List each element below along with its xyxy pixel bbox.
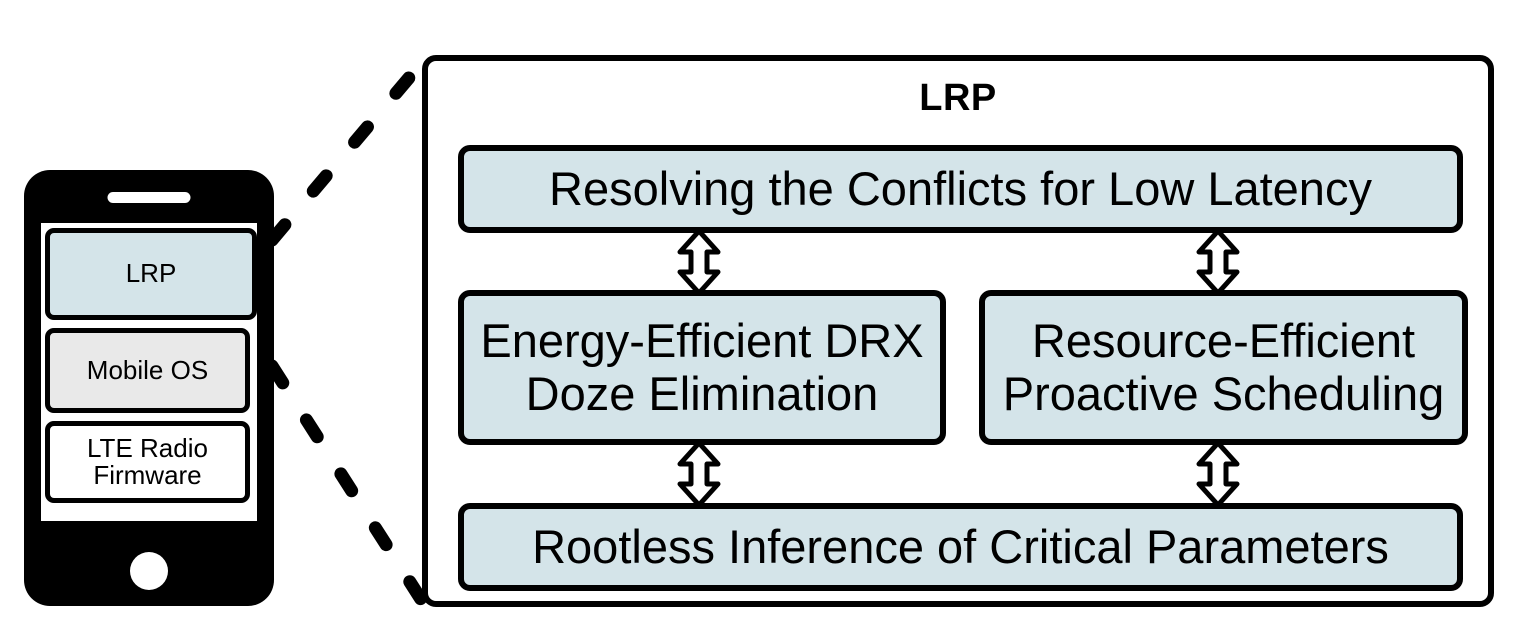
node-energy-efficient-drx[interactable]: Energy-Efficient DRX Doze Elimination (458, 290, 946, 445)
phone-speaker-icon (107, 192, 191, 203)
arrow-left-to-bottom-icon (677, 441, 721, 507)
device-layer-mobile-os-label: Mobile OS (86, 354, 209, 385)
arrow-top-to-left-icon (677, 229, 721, 295)
phone-home-button-icon[interactable] (130, 552, 168, 590)
device-layer-firmware-label-line2: Firmware (93, 460, 202, 490)
node-resource-efficient-scheduling[interactable]: Resource-Efficient Proactive Scheduling (979, 290, 1468, 445)
node-rootless-inference[interactable]: Rootless Inference of Critical Parameter… (458, 503, 1463, 591)
lrp-architecture-panel: LRP Resolving the Conflicts for Low Late… (422, 55, 1494, 607)
callout-line-lower (265, 359, 431, 611)
node-energy-efficient-drx-line2: Doze Elimination (525, 366, 879, 420)
node-resolving-conflicts[interactable]: Resolving the Conflicts for Low Latency (458, 145, 1463, 233)
device-layer-firmware-label-line1: LTE Radio (87, 432, 208, 463)
smartphone-device: LRP Mobile OS LTE Radio Firmware (24, 170, 274, 606)
device-layer-lrp[interactable]: LRP (45, 228, 257, 320)
callout-line-upper (265, 53, 431, 247)
node-energy-efficient-drx-line1: Energy-Efficient DRX (480, 313, 924, 367)
phone-screen: LRP Mobile OS LTE Radio Firmware (41, 223, 257, 521)
device-layer-mobile-os[interactable]: Mobile OS (45, 328, 250, 413)
panel-title: LRP (919, 77, 997, 119)
arrow-right-to-bottom-icon (1196, 441, 1240, 507)
node-rootless-inference-label: Rootless Inference of Critical Parameter… (532, 519, 1389, 573)
arrow-top-to-right-icon (1196, 229, 1240, 295)
node-energy-efficient-drx-label: Energy-Efficient DRX Doze Elimination (480, 313, 924, 420)
device-layer-lte-radio-firmware[interactable]: LTE Radio Firmware (45, 421, 250, 503)
node-resolving-conflicts-label: Resolving the Conflicts for Low Latency (549, 161, 1372, 215)
node-resource-efficient-scheduling-line2: Proactive Scheduling (1002, 366, 1445, 420)
node-resource-efficient-scheduling-label: Resource-Efficient Proactive Scheduling (1002, 313, 1445, 420)
device-layer-firmware-label: LTE Radio Firmware (87, 432, 208, 490)
device-layer-lrp-label: LRP (125, 258, 177, 289)
node-resource-efficient-scheduling-line1: Resource-Efficient (1031, 313, 1416, 367)
